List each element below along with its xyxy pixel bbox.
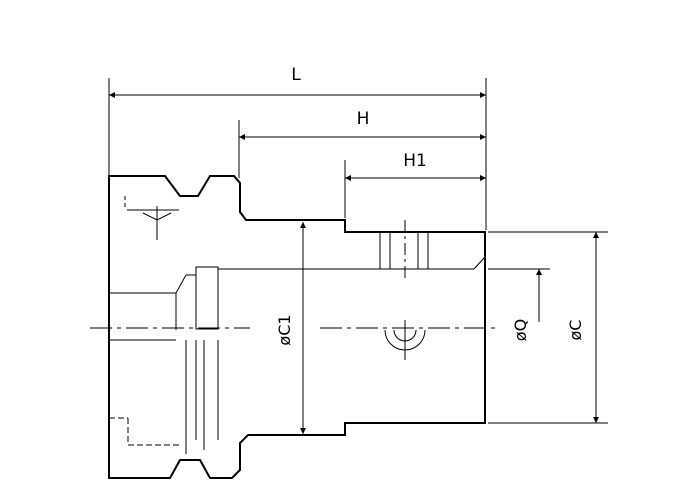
part-outline [108,175,486,479]
dimension-C: øC [566,232,599,423]
dimension-C1: øC1 [275,222,306,434]
internal-lines [109,206,485,454]
dimension-label-L: L [291,65,301,85]
dimension-H: H [239,109,486,140]
center-lines [90,196,500,446]
dimension-H1: H1 [345,151,486,181]
dimension-label-H: H [357,109,370,129]
dimension-label-C: øC [566,320,585,341]
dimension-L: L [109,65,486,98]
extension-lines [108,78,608,424]
dimension-Q: øQ [511,269,542,341]
dimension-label-Q: øQ [511,319,530,341]
dimension-label-C1: øC1 [275,314,294,345]
dimension-label-H1: H1 [403,151,427,171]
